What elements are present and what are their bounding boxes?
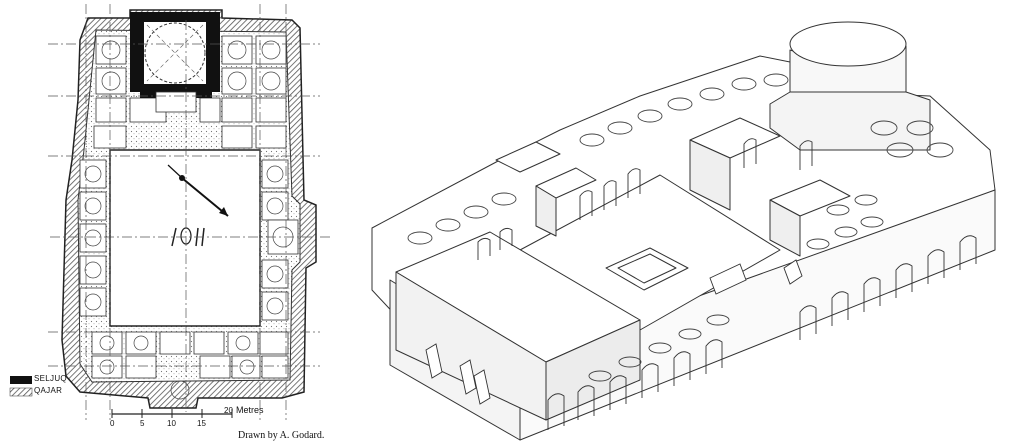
scale-title: Metres	[236, 405, 264, 415]
plan-seljuq-dome-chamber	[130, 12, 220, 113]
iso-roof-kiosk	[495, 141, 561, 173]
plan-courtyard	[109, 149, 261, 327]
plan-vault-circles	[84, 40, 294, 400]
scale-tick-10: 10	[167, 419, 176, 428]
legend-seljuq-swatch	[10, 376, 32, 384]
legend-qajar-label: QAJAR	[34, 386, 63, 395]
scale-bar	[111, 409, 233, 418]
isometric-drawing	[371, 21, 996, 441]
scale-tick-15: 15	[197, 419, 206, 428]
scale-tick-20: 20	[224, 406, 233, 415]
floor-plan-drawing	[9, 4, 330, 420]
drawing-credit: Drawn by A. Godard.	[238, 430, 325, 441]
scale-tick-5: 5	[140, 419, 145, 428]
legend-qajar-swatch	[9, 387, 33, 397]
iso-roof-domes	[407, 73, 954, 382]
iso-arcade-arches	[477, 138, 977, 430]
iso-dome-top	[789, 21, 907, 67]
scale-tick-0: 0	[110, 419, 115, 428]
plan-axis-lines	[48, 4, 330, 420]
qibla-arrow-icon	[167, 164, 229, 217]
iso-buttresses	[425, 259, 803, 405]
legend-seljuq-label: SELJUQ	[34, 374, 67, 383]
